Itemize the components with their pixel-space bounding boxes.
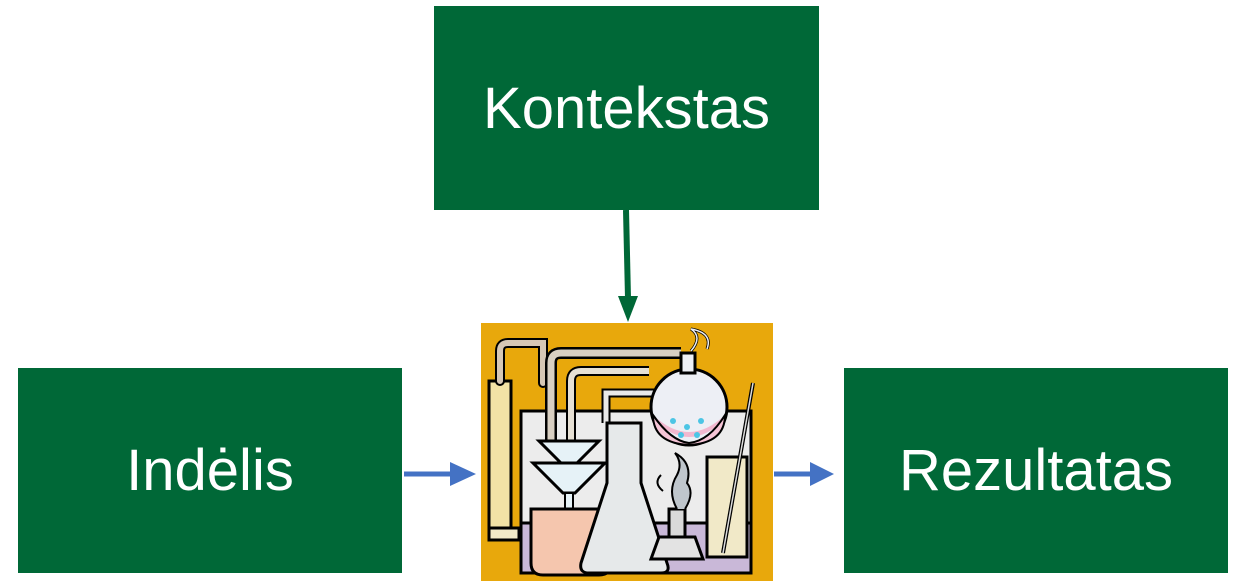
input-label: Indėlis [126,438,294,503]
context-to-process-arrow [618,209,638,322]
context-label: Kontekstas [483,75,770,141]
process-to-result-arrow [774,462,834,486]
result-label: Rezultatas [898,438,1174,503]
chemistry-lab-apparatus-icon [481,323,773,581]
context-box: Kontekstas [434,6,819,210]
result-box: Rezultatas [844,368,1228,573]
input-to-process-arrow [404,462,476,486]
input-box: Indėlis [18,368,402,573]
